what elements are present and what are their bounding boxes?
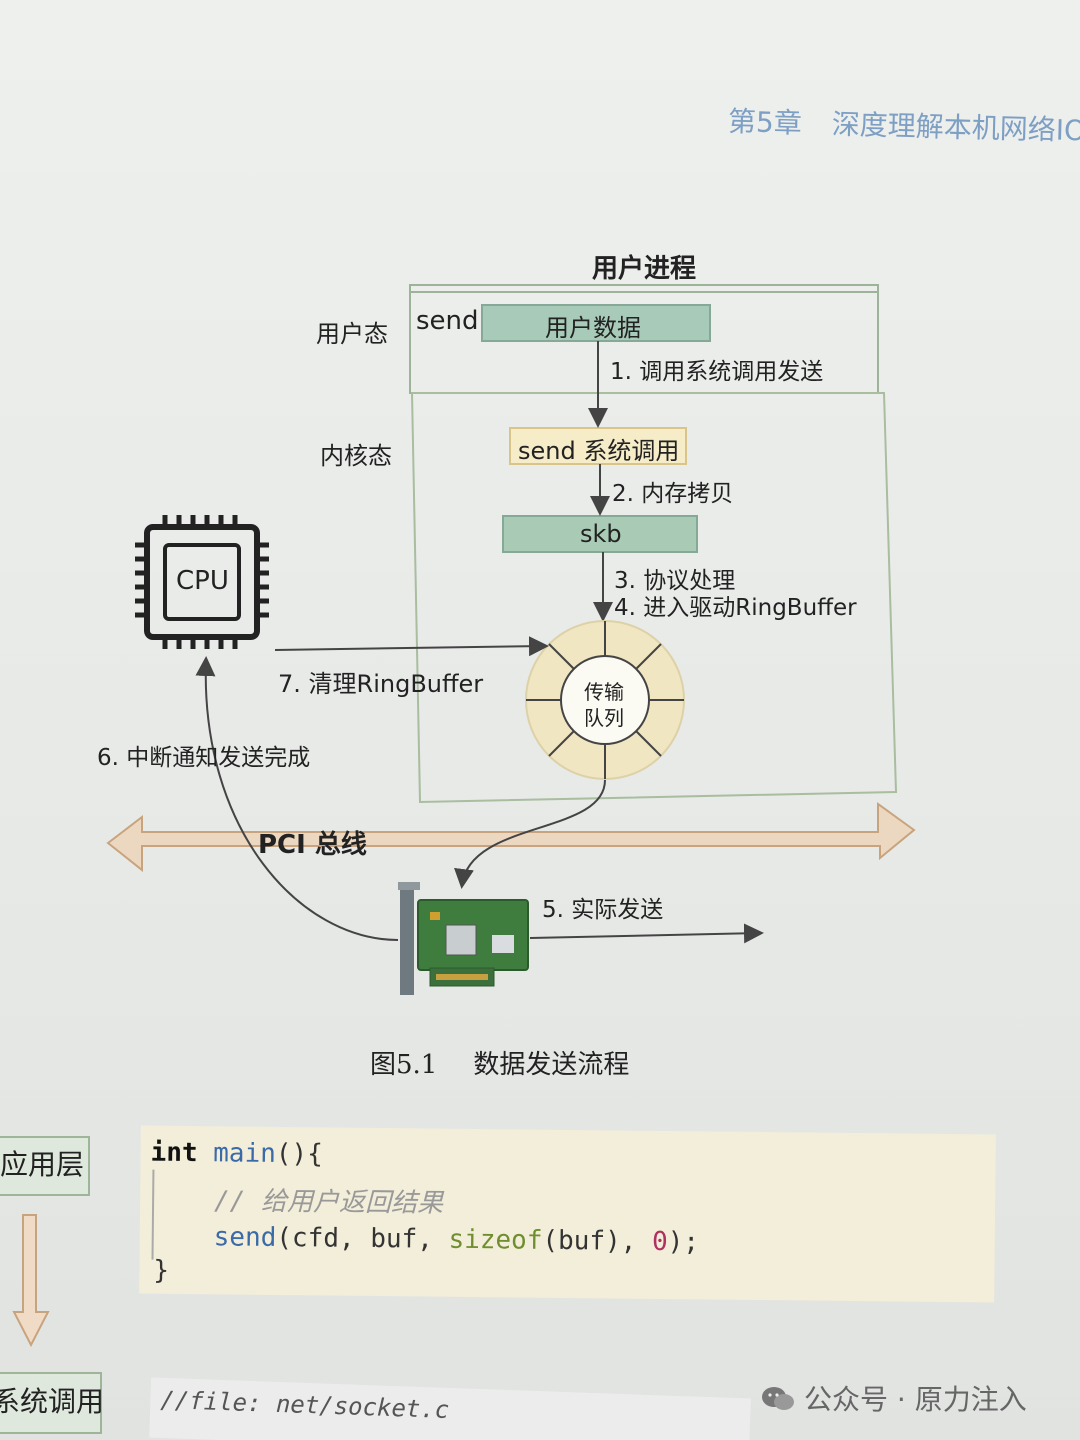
process-title: 用户进程 [592,248,696,285]
arrow-step5 [530,933,760,938]
user-mode-label: 用户态 [316,314,388,349]
side-label-syscall: 系统调用 [0,1372,102,1434]
step5-label: 5. 实际发送 [542,890,663,924]
code-line-2: // 给用户返回结果 [214,1180,443,1219]
code-indent-guide [151,1170,154,1260]
figure-number: 图5.1 [370,1050,437,1080]
code-line-1: int main(){ [150,1138,323,1170]
step4-label: 4. 进入驱动RingBuffer [614,588,857,622]
queue-line2: 队列 [584,702,624,731]
layer-down-arrow [14,1215,48,1345]
step7-label: 7. 清理RingBuffer [278,664,483,699]
network-card-icon [398,882,528,995]
user-data-label: 用户数据 [545,308,641,343]
kernel-mode-label: 内核态 [320,436,392,471]
code-line-3: send(cfd, buf, sizeof(buf), 0); [214,1222,700,1257]
figure-caption: 图5.1 数据发送流程 [370,1044,629,1081]
send-label: send [416,306,479,336]
pci-bus-label: PCI 总线 [258,824,367,861]
watermark: 公众号 · 原力注入 [760,1378,1027,1418]
wechat-icon [760,1385,796,1413]
step1-label: 1. 调用系统调用发送 [610,352,823,386]
side-label-app-layer: 应用层 [0,1136,90,1196]
queue-line1: 传输 [584,676,624,705]
arrow-step7 [275,646,545,650]
watermark-text: 公众号 · 原力注入 [804,1383,1027,1416]
step2-label: 2. 内存拷贝 [612,474,733,508]
skb-label: skb [580,520,622,548]
cpu-label: CPU [176,566,229,596]
step6-label: 6. 中断通知发送完成 [97,738,310,772]
code-line-4: } [153,1256,169,1286]
arrow-step6 [206,660,398,940]
code-block: int main(){ // 给用户返回结果 send(cfd, buf, si… [139,1126,996,1303]
file-comment-line: //file: net/socket.c [160,1386,450,1424]
figure-title: 数据发送流程 [473,1050,629,1080]
syscall-label: send 系统调用 [518,431,679,466]
